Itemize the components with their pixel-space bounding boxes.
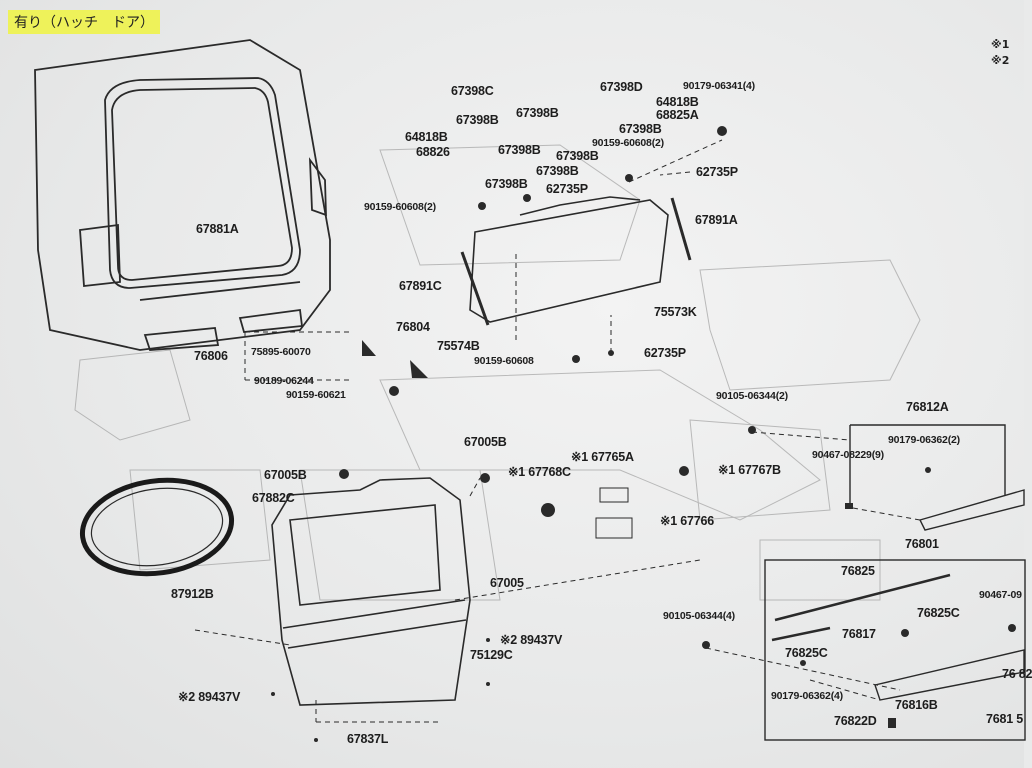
part-label: 67398B — [485, 177, 528, 191]
part-label: ※1 67768C — [508, 465, 571, 479]
part-label: 67891A — [695, 213, 738, 227]
part-label: 90179-06362(4) — [771, 690, 843, 702]
part-label: 67398B — [536, 164, 579, 178]
part-label: 76816B — [895, 698, 938, 712]
part-label: 76822D — [834, 714, 877, 728]
part-label: 62735P — [696, 165, 738, 179]
page-title: 有り（ハッチ ドア） — [8, 10, 160, 34]
part-label: 76804 — [396, 320, 430, 334]
part-label: ※1 67766 — [660, 514, 715, 528]
part-label: 76825 — [841, 564, 875, 578]
part-label: 90159-60608(2) — [364, 201, 436, 213]
part-label: 67398C — [451, 84, 494, 98]
part-label: 90189-06244 — [254, 375, 314, 387]
part-label: 90159-60608(2) — [592, 137, 664, 149]
marker-note-1: ※1 — [991, 38, 1010, 51]
part-label: 64818B — [405, 130, 448, 144]
part-label: 67398B — [498, 143, 541, 157]
marker-note-2: ※2 — [991, 54, 1010, 67]
part-label: 67398B — [619, 122, 662, 136]
part-label: 90105-06344(2) — [716, 390, 788, 402]
glass-assembly — [460, 196, 692, 326]
part-label: 67398B — [456, 113, 499, 127]
part-label: 75573K — [654, 305, 697, 319]
part-label: 67398D — [600, 80, 643, 94]
part-label: 76825C — [917, 606, 960, 620]
part-label: 67005 — [490, 576, 524, 590]
part-label: 90467-09 — [979, 589, 1022, 601]
small-parts — [271, 126, 1016, 742]
part-label: ※1 67767B — [718, 463, 781, 477]
part-label: 90179-06362(2) — [888, 434, 960, 446]
part-label: 62735P — [546, 182, 588, 196]
part-label: 68825A — [656, 108, 699, 122]
part-label: 90179-06341(4) — [683, 80, 755, 92]
vehicle-rear — [34, 39, 331, 351]
part-label: 67881A — [196, 222, 239, 236]
part-label: 67398B — [556, 149, 599, 163]
part-label: 67398B — [516, 106, 559, 120]
part-label: 76801 — [905, 537, 939, 551]
part-label: 76806 — [194, 349, 228, 363]
part-label: 62735P — [644, 346, 686, 360]
part-label: 76817 — [842, 627, 876, 641]
part-label: 75574B — [437, 339, 480, 353]
part-label: ※1 67765A — [571, 450, 634, 464]
part-label: 67837L — [347, 732, 389, 746]
part-label: 90105-06344(4) — [663, 610, 735, 622]
part-label: 76 82 — [1002, 667, 1032, 681]
part-label: 87912B — [171, 587, 214, 601]
part-label: 90159-60608 — [474, 355, 534, 367]
part-label: 67891C — [399, 279, 442, 293]
part-label: 67882C — [252, 491, 295, 505]
part-label: 76812A — [906, 400, 949, 414]
faded-background-drawings — [74, 144, 921, 601]
part-label: ※2 89437V — [500, 633, 563, 647]
part-label: 68826 — [416, 145, 450, 159]
part-label: 75129C — [470, 648, 513, 662]
part-label: 67005B — [464, 435, 507, 449]
part-label: 76825C — [785, 646, 828, 660]
hatch-door — [79, 477, 471, 706]
part-label: 67005B — [264, 468, 307, 482]
part-label: 90159-60621 — [286, 389, 346, 401]
garnish-assembly — [764, 424, 1026, 741]
leader-lines — [194, 139, 921, 723]
part-label: 7681 5 — [986, 712, 1024, 726]
part-label: 90467-08229(9) — [812, 449, 884, 461]
part-label: 75895-60070 — [251, 346, 311, 358]
part-label: ※2 89437V — [178, 690, 241, 704]
part-label: 64818B — [656, 95, 699, 109]
